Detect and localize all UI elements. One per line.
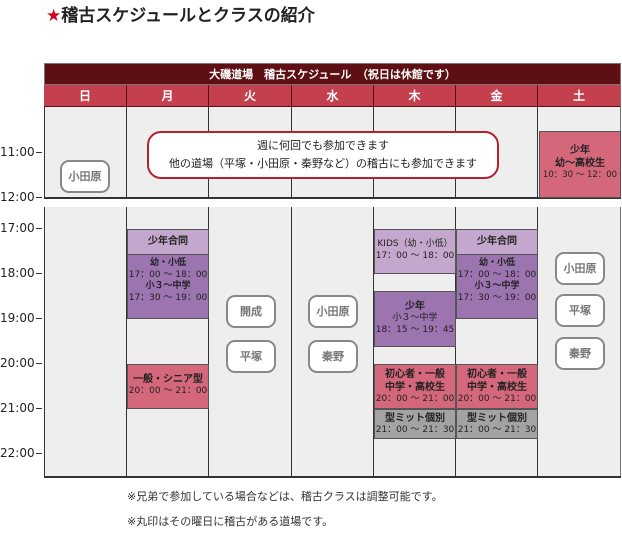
day-header-wed: 水: [292, 85, 374, 107]
time-label: 18:00: [0, 266, 44, 280]
dojo-badge-sat-hiratsuka: 平塚: [555, 294, 605, 327]
notice-box: 週に何回でも参加できます 他の道場（平塚・小田原・秦野など）の稽古にも参加できま…: [147, 131, 499, 179]
dojo-badge-tue-kaisei: 開成: [226, 295, 276, 328]
day-header-mon: 月: [127, 85, 209, 107]
schedule-banner: 大磯道場 稽古スケジュール （祝日は休館です）: [44, 63, 621, 85]
time-label: 20:00: [0, 356, 44, 370]
day-header-fri: 金: [456, 85, 538, 107]
time-label: 11:00: [0, 145, 44, 159]
time-label: 22:00: [0, 446, 44, 460]
page-title: ★稽古スケジュールとクラスの紹介: [46, 1, 315, 26]
dojo-badge-sat-hadano: 秦野: [555, 337, 605, 370]
dojo-badge-sat-odawara: 小田原: [555, 252, 605, 285]
page-title-text: 稽古スケジュールとクラスの紹介: [61, 6, 315, 26]
time-label: 21:00: [0, 401, 44, 415]
day-header-tue: 火: [209, 85, 292, 107]
day-header-thu: 木: [374, 85, 456, 107]
dojo-badge-wed-odawara: 小田原: [308, 295, 358, 328]
time-label: 19:00: [0, 311, 44, 325]
dojo-badge-wed-hadano: 秦野: [308, 340, 358, 373]
event-thu-kids: KIDS（幼・小低）17：00 〜 18：00: [374, 229, 456, 274]
day-header-sat: 土: [538, 85, 621, 107]
dojo-badge-sun-odawara: 小田原: [60, 160, 110, 193]
footnote: ※丸印はその曜日に稽古がある道場です。: [127, 515, 334, 528]
dojo-badge-tue-hiratsuka: 平塚: [226, 340, 276, 373]
column-wed-evening: [292, 207, 374, 477]
time-label: 17:00: [0, 221, 44, 235]
star-icon: ★: [46, 6, 62, 26]
divider: [44, 476, 621, 478]
footnote: ※兄弟で参加している場合などは、稽古クラスは調整可能です。: [127, 490, 443, 503]
divider: [44, 197, 621, 199]
notice-line: 他の道場（平塚・小田原・秦野など）の稽古にも参加できます: [169, 157, 477, 170]
event-mon-joint-title: 少年合同: [127, 229, 209, 255]
day-header-sun: 日: [44, 85, 127, 107]
time-label: 12:00: [0, 190, 44, 204]
notice-line: 週に何回でも参加できます: [257, 139, 389, 152]
event-fri-joint-title: 少年合同: [456, 229, 538, 255]
column-sun-evening: [44, 207, 127, 477]
